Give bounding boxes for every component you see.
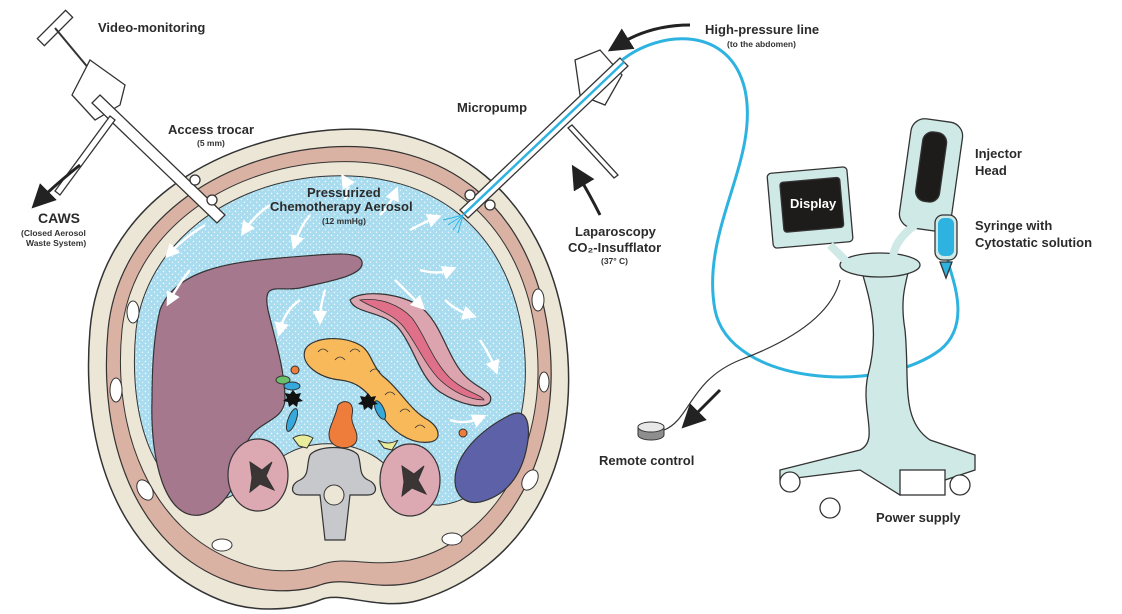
insufflator-label-2: CO₂-Insufflator bbox=[568, 240, 662, 255]
remote-control-label: Remote control bbox=[599, 453, 695, 468]
abdomen-cross-section bbox=[87, 128, 570, 610]
video-monitoring-label: Video-monitoring bbox=[98, 20, 206, 35]
micropump-trocar bbox=[459, 49, 629, 219]
remote-control bbox=[637, 279, 841, 441]
caws-label: CAWS bbox=[38, 210, 80, 226]
aerosol-label-2: Chemotherapy Aerosol bbox=[270, 199, 413, 214]
micropump-label: Micropump bbox=[457, 100, 528, 115]
insufflator-temp: (37° C) bbox=[601, 256, 629, 266]
pipac-injector-device bbox=[766, 118, 976, 519]
aerosol-label-1: Pressurized bbox=[307, 185, 381, 200]
display-screen bbox=[779, 176, 845, 233]
high-pressure-line-sub: (to the abdomen) bbox=[727, 39, 796, 49]
injector-label-1: Injector bbox=[975, 146, 1022, 161]
caws-full-1: (Closed Aerosol bbox=[21, 228, 86, 238]
access-trocar bbox=[36, 9, 226, 224]
spleen bbox=[454, 412, 530, 504]
lymph-node-star-right bbox=[283, 390, 303, 407]
injector-label-2: Head bbox=[975, 163, 1007, 178]
liver bbox=[151, 253, 363, 516]
high-pressure-line-arrow bbox=[607, 23, 691, 52]
insufflator-arrow bbox=[571, 164, 602, 216]
power-supply-label: Power supply bbox=[876, 510, 961, 525]
aerosol-spray bbox=[442, 214, 464, 234]
lymph-node-star-left bbox=[358, 393, 378, 410]
access-trocar-size: (5 mm) bbox=[197, 138, 225, 148]
access-trocar-label: Access trocar bbox=[168, 122, 254, 137]
display-label: Display bbox=[790, 196, 837, 211]
caws-arrow bbox=[31, 163, 81, 209]
caws-full-2: Waste System) bbox=[26, 238, 87, 248]
aorta bbox=[328, 401, 358, 449]
pancreas bbox=[303, 338, 439, 443]
high-pressure-line-label: High-pressure line bbox=[705, 22, 820, 37]
device-stand bbox=[779, 264, 976, 496]
aerosol-pressure: (12 mmHg) bbox=[322, 216, 366, 226]
syringe-label-1: Syringe with bbox=[975, 218, 1053, 233]
stomach-lumen bbox=[358, 298, 485, 401]
syringe-label-2: Cytostatic solution bbox=[975, 235, 1093, 250]
insufflator-label-1: Laparoscopy bbox=[575, 224, 656, 239]
high-pressure-line bbox=[621, 37, 960, 379]
